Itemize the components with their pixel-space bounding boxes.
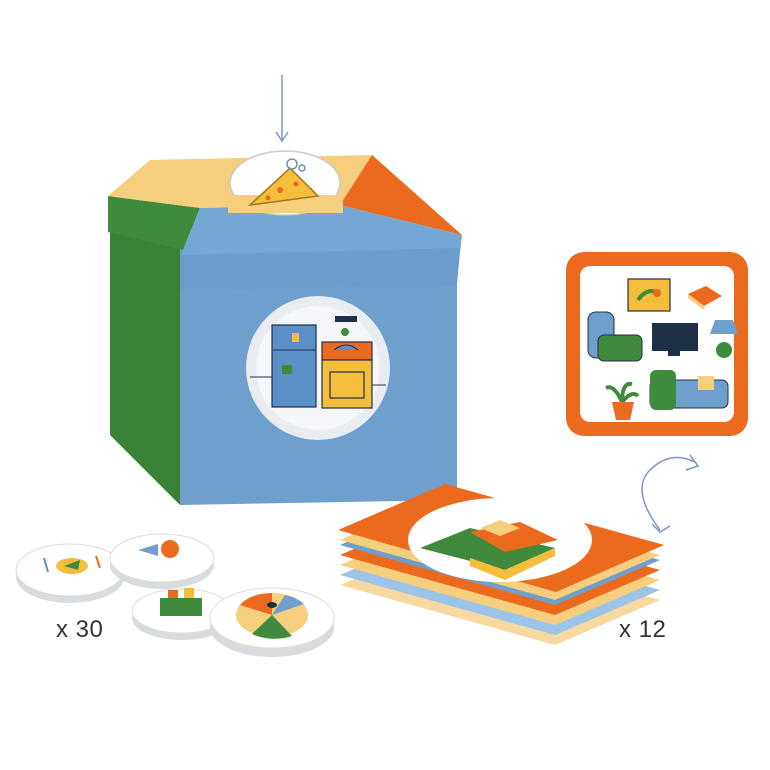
- tv-icon: [652, 323, 698, 356]
- token-plate: [15, 543, 125, 603]
- book-icon: [688, 286, 722, 310]
- lamp-icon: [710, 320, 738, 358]
- down-arrow-icon: [275, 75, 289, 143]
- token-ball: [209, 587, 335, 657]
- token-hair-dryer: [109, 533, 215, 589]
- box-left-side: [110, 225, 180, 505]
- plant-icon: [605, 381, 640, 420]
- card-preview: [566, 252, 748, 436]
- token-toy-box: [131, 588, 233, 640]
- rotate-arrow-icon: [641, 454, 700, 533]
- armchair-icon: [587, 311, 643, 362]
- card-stack: [338, 484, 664, 645]
- sofa-icon: [649, 370, 729, 410]
- tokens: [15, 533, 335, 657]
- box: [108, 150, 462, 505]
- lid-left: [108, 196, 200, 250]
- picture-frame-icon: [627, 278, 671, 312]
- plate-icon: [43, 555, 101, 574]
- box-window: [246, 296, 390, 440]
- lid-right: [340, 155, 462, 235]
- bed-icon: [420, 520, 558, 580]
- fridge-icon: [271, 324, 317, 408]
- token-count-label: x 30: [56, 616, 104, 643]
- lid-edge: [180, 248, 460, 290]
- stove-icon: [321, 316, 373, 409]
- cheese-icon: [247, 158, 320, 207]
- beach-ball-icon: [236, 593, 308, 639]
- card-count-label: x 12: [619, 616, 667, 643]
- slot-token: [228, 150, 343, 216]
